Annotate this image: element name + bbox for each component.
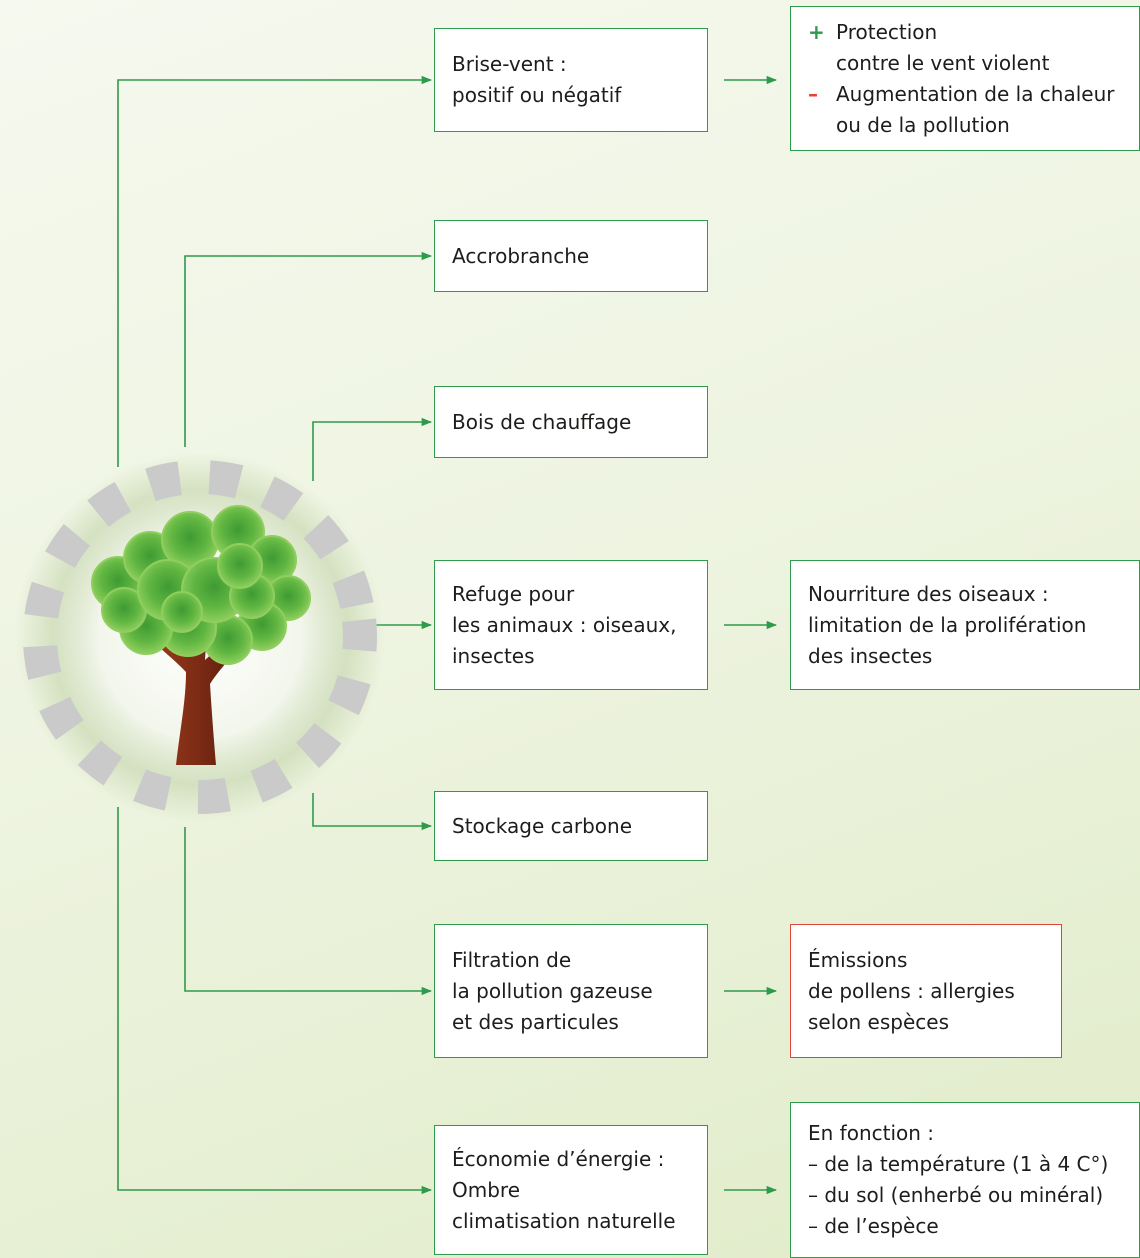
function-box-pollution-filtration: Filtration de la pollution gazeuse et des … [434, 924, 708, 1058]
function-box-wildlife-refuge: Refuge pour les animaux : oiseaux, insecte… [434, 560, 708, 690]
foliage-clump [217, 543, 263, 589]
box-text-line: ou de la pollution [836, 112, 1010, 137]
function-box-carbon-storage: Stockage carbone [434, 791, 708, 861]
connector-windbreak [117, 75, 433, 467]
box-text-line: Filtration de [452, 947, 572, 972]
box-text-line: les animaux : oiseaux, [452, 612, 677, 637]
item-text: Augmentation de la chaleur ou de la pollu… [836, 79, 1115, 141]
box-text-line: de pollens : allergies [808, 978, 1015, 1003]
box-text-line: selon espèces [808, 1009, 949, 1034]
box-text-line: Protection [836, 19, 938, 44]
connectors [117, 75, 778, 1195]
box-text-line: et des particules [452, 1009, 619, 1034]
connector-energy-saving [117, 807, 433, 1195]
connector-firewood [312, 417, 433, 481]
box-text-line: – de la température (1 à 4 C°) [808, 1152, 1109, 1176]
consequence-box-wildlife-refuge: Nourriture des oiseaux : limitation de la… [790, 560, 1140, 690]
box-text-line: Bois de chauffage [452, 409, 632, 434]
pro-con-item: –Augmentation de la chaleur ou de la poll… [808, 79, 1139, 141]
consequence-box-pollution-filtration: Émissions de pollens : allergies selon esp… [790, 924, 1062, 1058]
foliage-clump [161, 591, 203, 633]
box-text-line: Accrobranche [452, 243, 590, 268]
minus-sign: – [808, 81, 818, 106]
item-text: Protection contre le vent violent [836, 17, 1049, 79]
connector-carbon-storage [312, 793, 433, 831]
box-text-line: positif ou négatif [452, 83, 622, 107]
box-text-line: Augmentation de la chaleur [836, 81, 1115, 106]
connector-pollution-filtration [184, 827, 433, 996]
box-text-line: Refuge pour [452, 581, 575, 606]
box-text-line: Économie d’énergie : [452, 1146, 665, 1171]
tree-icon [15, 452, 385, 822]
box-text-line: Ombre [452, 1177, 521, 1202]
function-box-firewood: Bois de chauffage [434, 386, 708, 458]
box-text-line: des insectes [808, 643, 933, 668]
dashed-ring [23, 460, 377, 814]
box-text-line: En fonction : [808, 1121, 935, 1145]
box-text-line: – de l’espèce [808, 1214, 939, 1238]
box-text-line: – du sol (enherbé ou minéral) [808, 1183, 1104, 1207]
function-box-energy-saving: Économie d’énergie : Ombre climatisation n… [434, 1125, 708, 1255]
box-text-line: Émissions [808, 947, 908, 972]
consequence-box-energy-saving: En fonction : – de la température (1 à 4 … [790, 1102, 1140, 1258]
box-text-line: la pollution gazeuse [452, 978, 653, 1003]
box-text-line: Stockage carbone [452, 813, 632, 838]
box-text-line: Nourriture des oiseaux : [808, 581, 1049, 606]
box-text-line: Brise-vent : [452, 52, 567, 76]
box-text-line: climatisation naturelle [452, 1208, 676, 1233]
box-text-line: insectes [452, 643, 535, 668]
box-text-line: limitation de la prolifération [808, 612, 1087, 637]
box-text-line: contre le vent violent [836, 50, 1050, 75]
function-box-treetop-adventure: Accrobranche [434, 220, 708, 292]
connector-treetop-adventure [184, 251, 433, 447]
pro-con-item: + Protection contre le vent violent [808, 17, 1139, 79]
plus-sign: + [808, 19, 825, 44]
function-box-windbreak: Brise-vent : positif ou négatif [434, 28, 708, 132]
